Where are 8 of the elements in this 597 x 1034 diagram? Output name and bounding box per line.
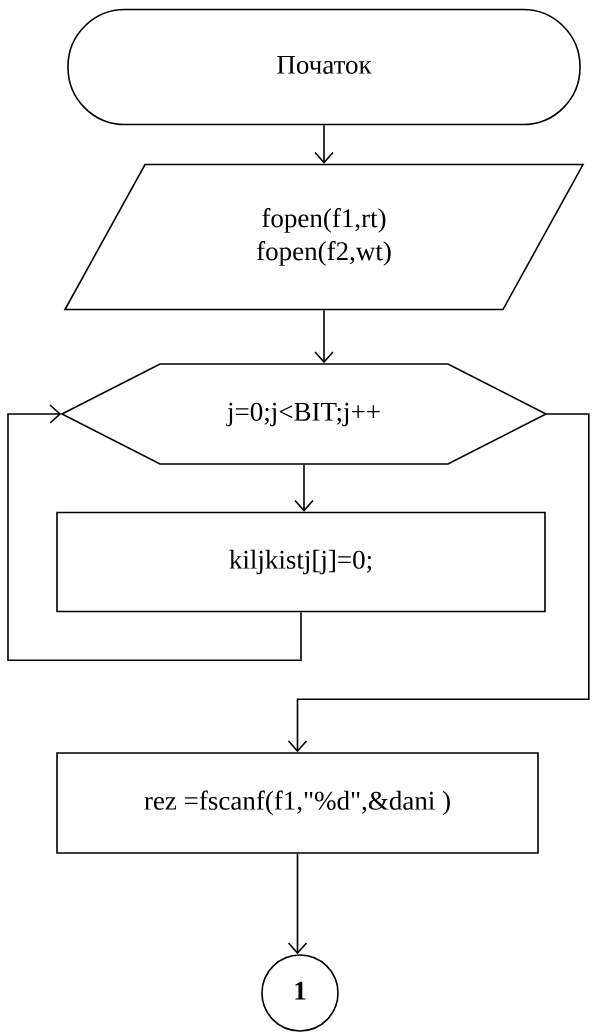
arrow [7, 404, 302, 662]
arrow [287, 853, 308, 955]
arrow [314, 309, 334, 364]
arrow [287, 413, 590, 753]
arrow [294, 464, 314, 512]
arrow [314, 124, 334, 164]
process-box: kiljkistj[j]=0; [56, 511, 546, 613]
process-box: rez =fscanf(f1,"%d",&dani ) [56, 752, 539, 854]
